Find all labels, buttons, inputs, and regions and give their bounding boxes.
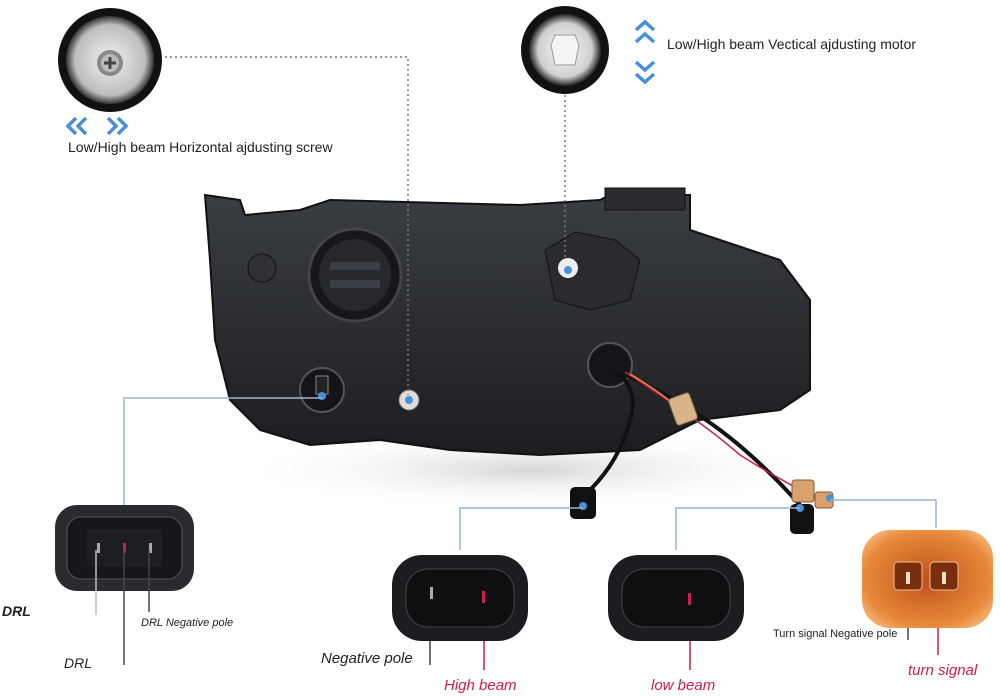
chevron-right-icon — [106, 116, 129, 136]
screw-closeup-icon — [58, 8, 162, 112]
vertical-motor-label: Low/High beam Vectical ajdusting motor — [667, 36, 917, 52]
chevron-up-icon — [634, 19, 656, 44]
horizontal-screw-label: Low/High beam Horizontal ajdusting screw — [68, 139, 333, 155]
turn-signal-connector-icon — [862, 530, 993, 628]
drl-label-bottom: DRL — [64, 655, 93, 671]
low-beam-label: low beam — [651, 677, 716, 694]
negative-pole-label: Negative pole — [321, 650, 413, 667]
motor-closeup-icon — [521, 6, 609, 94]
high-beam-connector-icon — [392, 555, 528, 641]
chevron-down-icon — [634, 60, 656, 85]
drl-negative-label: DRL Negative pole — [141, 617, 234, 629]
high-beam-label: High beam — [444, 677, 517, 694]
drl-label-left: DRL — [2, 603, 31, 619]
turn-negative-label: Turn signal Negative pole — [773, 628, 898, 640]
chevron-left-icon — [66, 116, 88, 136]
low-beam-connector-icon — [608, 555, 744, 641]
turn-signal-label: turn signal — [908, 662, 978, 679]
